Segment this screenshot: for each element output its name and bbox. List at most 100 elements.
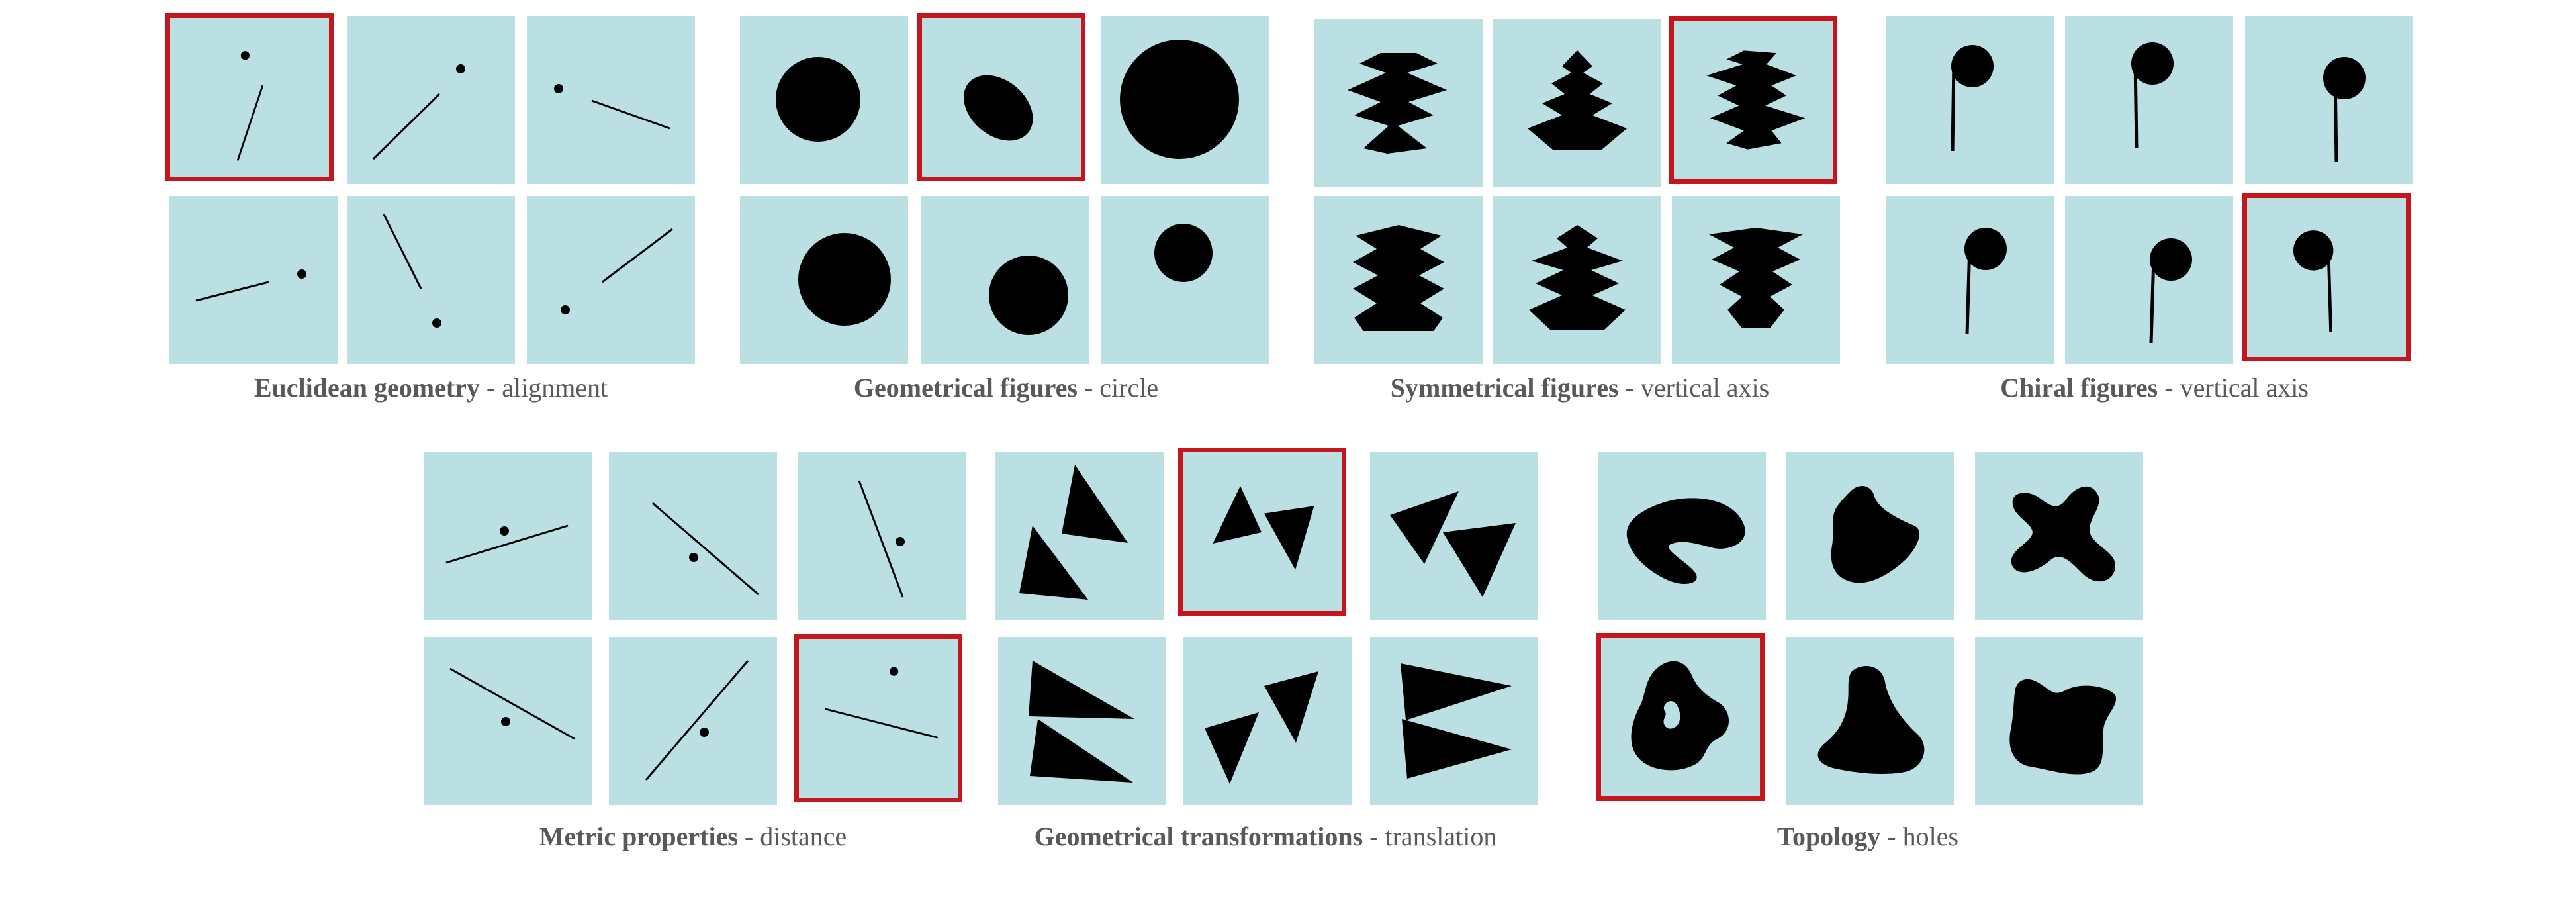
- property-label: distance: [760, 822, 847, 851]
- tile-5[interactable]: [347, 196, 515, 364]
- disc-figure: [989, 256, 1068, 335]
- blob-figure: [2009, 679, 2117, 775]
- dot-and-line-figure: [825, 667, 939, 739]
- blob-figure: [1831, 485, 1919, 583]
- category-label: Chiral figures: [2000, 373, 2158, 403]
- tile-6[interactable]: [1370, 637, 1538, 805]
- tile-1[interactable]: [995, 452, 1164, 620]
- caption-separator: -: [479, 373, 502, 403]
- category-label: Geometrical transformations: [1034, 822, 1363, 851]
- dot-and-line-figure: [372, 64, 465, 160]
- tile-2[interactable]: [347, 16, 515, 184]
- zigzag-shape-figure: [1353, 225, 1444, 331]
- tile-1[interactable]: [424, 452, 592, 620]
- triangle-pair-figure: [1205, 671, 1318, 784]
- tile-2-selected[interactable]: [917, 13, 1085, 181]
- tile-6[interactable]: [527, 196, 695, 364]
- tile-4[interactable]: [1314, 196, 1483, 364]
- tile-3[interactable]: [527, 16, 695, 184]
- caption-chiral-figures: Chiral figures - vertical axis: [2000, 372, 2309, 403]
- disc-figure: [1154, 224, 1213, 282]
- tile-2[interactable]: [2065, 16, 2233, 184]
- triangle-pair-figure: [1401, 663, 1512, 779]
- category-label: Metric properties: [539, 822, 738, 851]
- triangle-pair-figure: [1029, 661, 1134, 783]
- tile-3[interactable]: [1101, 16, 1269, 184]
- zigzag-shape-figure: [1529, 225, 1626, 330]
- tile-1[interactable]: [1598, 452, 1766, 620]
- blob-with-hole-figure: [1631, 661, 1729, 771]
- tile-4[interactable]: [1886, 196, 2054, 364]
- tile-2-selected[interactable]: [1178, 448, 1346, 616]
- tile-5[interactable]: [921, 196, 1089, 364]
- dot-and-line-figure: [236, 51, 264, 161]
- tile-5[interactable]: [2065, 196, 2233, 364]
- flag-shape-figure: [2131, 42, 2174, 149]
- caption-separator: -: [1363, 822, 1385, 851]
- tile-6[interactable]: [1101, 196, 1269, 364]
- property-label: vertical axis: [2180, 373, 2309, 403]
- tile-4-selected[interactable]: [1596, 633, 1765, 801]
- caption-separator: -: [1077, 373, 1100, 403]
- tile-3-selected[interactable]: [1669, 16, 1837, 184]
- tile-5[interactable]: [609, 637, 777, 805]
- tile-2[interactable]: [609, 452, 777, 620]
- tile-3[interactable]: [798, 452, 966, 620]
- tile-3[interactable]: [1975, 452, 2143, 620]
- category-label: Euclidean geometry: [253, 373, 480, 403]
- tile-3[interactable]: [2245, 16, 2413, 184]
- property-label: translation: [1385, 822, 1497, 851]
- tile-6[interactable]: [1975, 637, 2143, 805]
- tile-3[interactable]: [1370, 452, 1538, 620]
- flag-shape-figure: [2293, 230, 2334, 332]
- zigzag-shape-figure: [1348, 53, 1447, 154]
- dot-and-line-figure: [445, 524, 569, 564]
- tile-6-selected[interactable]: [794, 634, 962, 802]
- flag-shape-figure: [1951, 45, 1994, 152]
- tile-1[interactable]: [740, 16, 908, 184]
- dot-and-line-figure: [652, 502, 759, 596]
- zigzag-shape-figure: [1528, 50, 1627, 150]
- dot-and-line-figure: [858, 480, 905, 598]
- caption-euclidean-geometry: Euclidean geometry - alignment: [254, 372, 608, 403]
- property-label: alignment: [502, 373, 608, 403]
- blob-figure: [1817, 666, 1925, 774]
- disc-figure: [1120, 40, 1239, 159]
- tile-5[interactable]: [1493, 196, 1661, 364]
- tile-2[interactable]: [1493, 19, 1661, 187]
- caption-separator: -: [1880, 822, 1903, 851]
- triangle-pair-figure: [1213, 486, 1314, 570]
- triangle-pair-figure: [1019, 465, 1128, 600]
- tile-6-selected[interactable]: [2242, 193, 2411, 361]
- caption-geometrical-figures: Geometrical figures - circle: [854, 372, 1158, 403]
- caption-topology: Topology - holes: [1777, 821, 1958, 852]
- zigzag-shape-figure: [1706, 50, 1806, 150]
- caption-metric-properties: Metric properties - distance: [539, 821, 847, 852]
- triangle-pair-figure: [1390, 491, 1516, 597]
- tile-1[interactable]: [1886, 16, 2054, 184]
- tile-4[interactable]: [169, 196, 338, 364]
- category-label: Topology: [1776, 822, 1881, 851]
- dot-and-line-figure: [645, 660, 749, 781]
- tile-4[interactable]: [424, 637, 592, 805]
- dot-and-line-figure: [561, 228, 673, 314]
- property-label: holes: [1902, 822, 1959, 851]
- blob-figure: [2011, 486, 2115, 582]
- tile-5[interactable]: [1786, 637, 1954, 805]
- caption-separator: -: [737, 822, 760, 851]
- tile-1-selected[interactable]: [165, 13, 334, 181]
- caption-separator: -: [1618, 373, 1641, 403]
- ellipse-figure: [964, 75, 1033, 141]
- tile-4[interactable]: [998, 637, 1166, 805]
- tile-2[interactable]: [1786, 452, 1954, 620]
- flag-shape-figure: [2149, 238, 2192, 344]
- tile-6[interactable]: [1672, 196, 1840, 364]
- property-label: vertical axis: [1640, 373, 1770, 403]
- tile-1[interactable]: [1314, 19, 1483, 187]
- tile-4[interactable]: [740, 196, 908, 364]
- tile-5[interactable]: [1183, 637, 1352, 805]
- flag-shape-figure: [1964, 228, 2007, 334]
- zigzag-shape-figure: [1709, 228, 1803, 328]
- dot-and-line-figure: [195, 269, 306, 302]
- flag-shape-figure: [2323, 57, 2366, 162]
